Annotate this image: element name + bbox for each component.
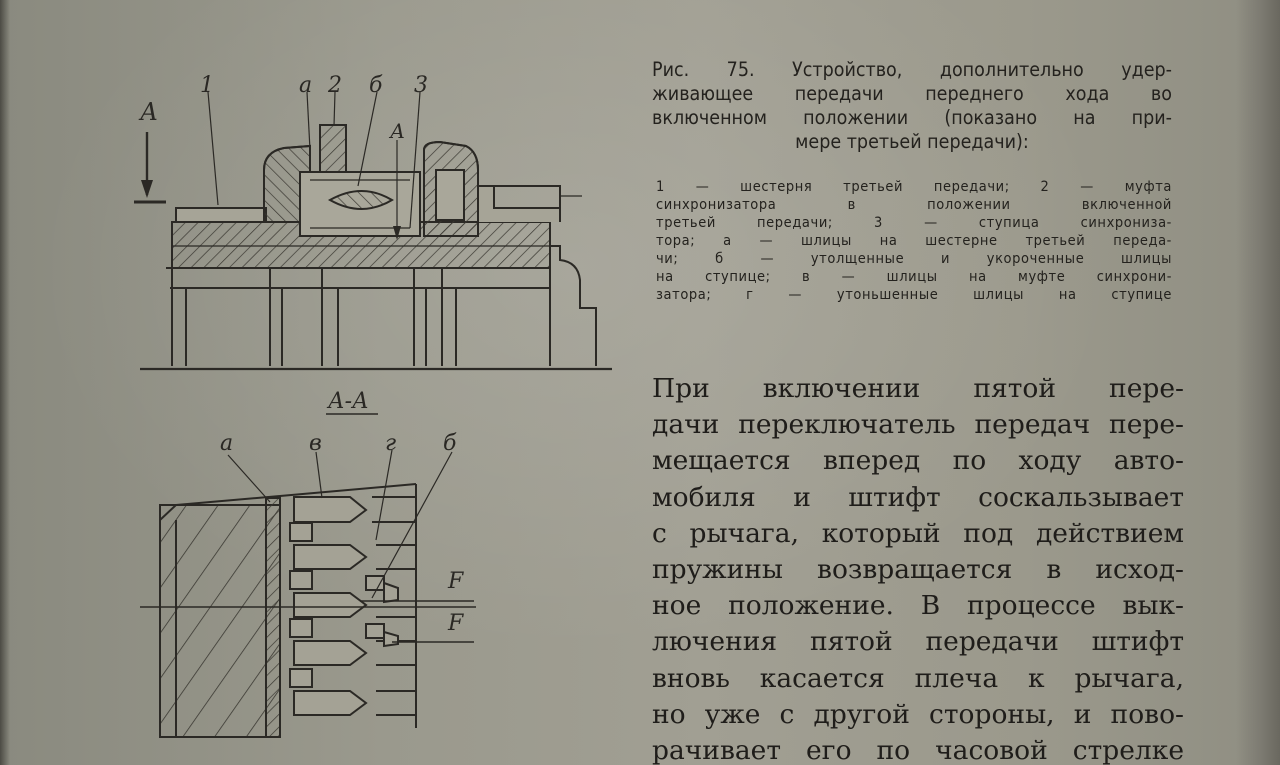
- label-spline-a-top: а: [299, 73, 312, 98]
- body-line: вновь касается плеча к рычага,: [652, 662, 1184, 694]
- body-line: мещается вперед по ходу авто-: [652, 445, 1184, 477]
- figure-legend: 1 — шестерня третьей передачи; 2 — муфта…: [656, 178, 1172, 304]
- page-edge-shadow: [1236, 0, 1280, 765]
- body-line: ное положение. В процессе вык-: [652, 590, 1184, 622]
- label-spline-b-top: б: [369, 73, 383, 98]
- label-part-1: 1: [200, 73, 214, 98]
- body-line: При включении пятой пере-: [652, 373, 1184, 404]
- caption-line: включенном положении (показано на при-: [652, 106, 1172, 129]
- caption-line: живающее передачи переднего хода во: [652, 82, 1172, 105]
- legend-line: затора; г — утоньшенные шлицы на ступице: [656, 287, 1172, 303]
- legend-line: синхронизатора в положении включенной: [656, 197, 1172, 213]
- label-spline-a: а: [220, 431, 233, 456]
- body-line: лючения пятой передачи штифт: [652, 626, 1184, 658]
- section-mark-label: А: [388, 119, 405, 143]
- label-spline-v: в: [309, 431, 322, 456]
- caption-line: Рис. 75. Устройство, дополнительно удер-: [652, 58, 1172, 81]
- label-part-2: 2: [327, 73, 342, 98]
- legend-line: третьей передачи; 3 — ступица синхрониза…: [656, 215, 1172, 231]
- caption-line: мере третьей передачи):: [795, 130, 1029, 153]
- body-line: но уже с другой стороны, и пово-: [652, 698, 1184, 730]
- label-force-1: F: [447, 569, 464, 594]
- legend-line: чи; б — утолщенные и укороченные шлицы: [656, 251, 1172, 267]
- label-part-3: 3: [414, 73, 428, 98]
- body-paragraph: При включении пятой пере- дачи переключа…: [652, 371, 1184, 765]
- figure-caption: Рис. 75. Устройство, дополнительно удер-…: [652, 58, 1172, 154]
- body-line: мобиля и штифт соскальзывает: [652, 481, 1184, 513]
- page-gutter-shadow: [0, 0, 10, 765]
- body-line: дачи переключатель передач пере-: [652, 409, 1184, 441]
- legend-line: тора; а — шлицы на шестерне третьей пере…: [656, 233, 1172, 249]
- label-spline-b: б: [443, 431, 457, 456]
- legend-line: 1 — шестерня третьей передачи; 2 — муфта: [656, 179, 1172, 195]
- label-force-2: F: [447, 611, 464, 636]
- body-line: рачивает его по часовой стрелке: [652, 735, 1184, 765]
- longitudinal-section-view: [134, 91, 612, 371]
- body-line: с рычага, который под действием: [652, 517, 1184, 549]
- figure-75-drawing: А 1 а 2 б 3 А А-А: [134, 73, 612, 738]
- label-spline-g: г: [385, 431, 396, 456]
- body-line: пружины возвращается в исход-: [652, 554, 1184, 586]
- section-arrow-label: А: [138, 98, 158, 126]
- legend-line: на ступице; в — шлицы на муфте синхрони-: [656, 269, 1172, 285]
- section-aa-title: А-А: [326, 389, 369, 414]
- cross-section-aa-view: [140, 449, 476, 738]
